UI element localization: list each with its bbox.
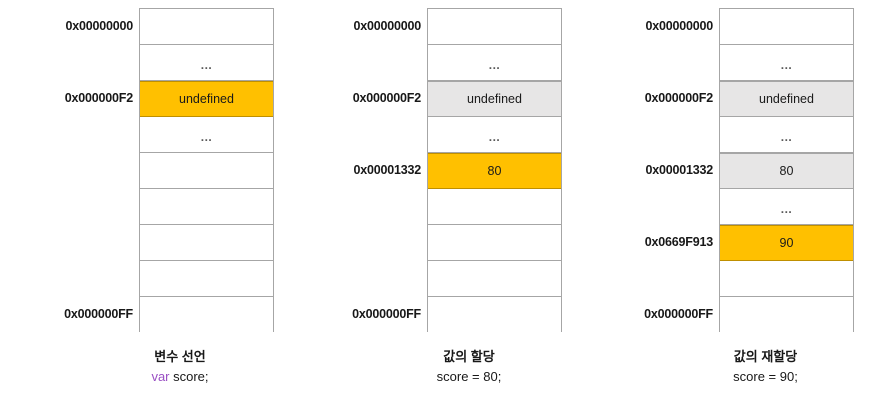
address-column: 0x00000000 0x000000F2 0x00001332 0x0669F913… [617, 8, 713, 332]
diagram-caption: 값의 할당 score = 80; [292, 348, 584, 387]
memory-cell: ... [428, 117, 561, 153]
address-label-empty [325, 260, 421, 296]
memory-cell [428, 9, 561, 45]
address-label-empty [325, 188, 421, 224]
address-label-empty [325, 116, 421, 152]
address-label-empty [37, 224, 133, 260]
address-label: 0x00001332 [353, 163, 421, 177]
memory-cell: ... [428, 45, 561, 81]
caption-title: 변수 선언 [154, 349, 206, 364]
diagram-caption: 값의 재할당 score = 90; [584, 348, 885, 387]
address-column: 0x00000000 0x000000F2 0x000000FF [37, 8, 133, 332]
address-label: 0x0669F913 [644, 235, 713, 249]
memory-cell-value: 80 [487, 163, 502, 178]
memory-cell: undefined [720, 81, 853, 117]
memory-cell: undefined [140, 81, 273, 117]
memory-cell [720, 261, 853, 297]
address-label-empty [37, 188, 133, 224]
memory-cell [428, 225, 561, 261]
memory-cell [140, 189, 273, 225]
address-label-empty [325, 44, 421, 80]
ellipsis-icon: ... [488, 57, 501, 72]
memory-cell: 80 [428, 153, 561, 189]
caption-code: score = 80; [354, 368, 584, 387]
memory-diagram-value-assignment: 0x00000000 0x000000F2 0x00001332 0x000000FF… [292, 0, 584, 412]
address-label: 0x00000000 [645, 19, 713, 33]
memory-diagram-value-reassignment: 0x00000000 0x000000F2 0x00001332 0x0669F913… [584, 0, 885, 412]
memory-cell-value: undefined [759, 91, 814, 106]
memory-cell [720, 9, 853, 45]
memory-cell [140, 153, 273, 189]
code-body: score; [169, 368, 209, 384]
ellipsis-icon: ... [200, 129, 213, 144]
address-label-empty [617, 260, 713, 296]
address-label: 0x000000F2 [64, 91, 133, 105]
memory-cell: ... [140, 117, 273, 153]
address-label: 0x000000F2 [644, 91, 713, 105]
address-label: 0x000000FF [64, 307, 133, 321]
address-label-empty [37, 152, 133, 188]
ellipsis-icon: ... [780, 201, 793, 216]
address-label-empty [617, 188, 713, 224]
caption-code: var score; [68, 368, 292, 387]
memory-cell [720, 297, 853, 333]
address-label: 0x00000000 [353, 19, 421, 33]
memory-diagram-variable-declaration: 0x00000000 0x000000F2 0x000000FF... undefin… [0, 0, 292, 412]
address-label-empty [37, 44, 133, 80]
address-label-empty [617, 44, 713, 80]
memory-cell: ... [720, 189, 853, 225]
ellipsis-icon: ... [488, 129, 501, 144]
memory-table: ... undefined... 80... 90 [719, 8, 854, 333]
caption-title: 값의 재할당 [733, 349, 798, 364]
memory-cell [140, 297, 273, 333]
memory-cell [428, 297, 561, 333]
memory-cell-value: undefined [179, 91, 234, 106]
address-label: 0x000000FF [352, 307, 421, 321]
address-label-empty [37, 260, 133, 296]
memory-cell: undefined [428, 81, 561, 117]
memory-cell [428, 261, 561, 297]
address-label-empty [325, 224, 421, 260]
caption-title: 값의 할당 [443, 349, 495, 364]
memory-cell: ... [140, 45, 273, 81]
memory-cell-value: 90 [779, 235, 794, 250]
memory-table: ... undefined... 80 [427, 8, 562, 333]
address-label-empty [37, 116, 133, 152]
memory-cell [140, 225, 273, 261]
memory-cell: 90 [720, 225, 853, 261]
address-column: 0x00000000 0x000000F2 0x00001332 0x000000FF [325, 8, 421, 332]
ellipsis-icon: ... [780, 57, 793, 72]
memory-cell [140, 9, 273, 45]
caption-code: score = 90; [646, 368, 885, 387]
code-body: score = 90; [733, 368, 798, 384]
memory-cell-value: undefined [467, 91, 522, 106]
memory-cell [140, 261, 273, 297]
ellipsis-icon: ... [200, 57, 213, 72]
address-label: 0x00000000 [65, 19, 133, 33]
diagram-caption: 변수 선언 var score; [0, 348, 292, 387]
code-keyword: var [151, 368, 170, 384]
address-label: 0x000000F2 [352, 91, 421, 105]
address-label-empty [617, 116, 713, 152]
memory-cell: ... [720, 45, 853, 81]
address-label: 0x000000FF [644, 307, 713, 321]
memory-cell-value: 80 [779, 163, 794, 178]
ellipsis-icon: ... [780, 129, 793, 144]
memory-cell [428, 189, 561, 225]
memory-cell: 80 [720, 153, 853, 189]
address-label: 0x00001332 [645, 163, 713, 177]
code-body: score = 80; [436, 368, 502, 384]
memory-table: ... undefined... [139, 8, 274, 333]
memory-cell: ... [720, 117, 853, 153]
